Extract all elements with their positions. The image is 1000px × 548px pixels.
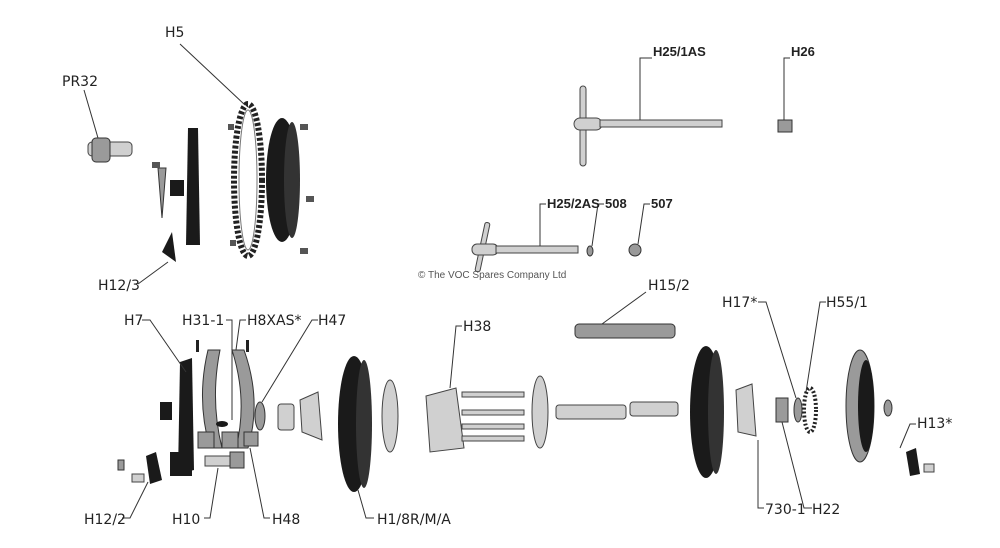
part-h10 <box>204 451 245 469</box>
label-h55-1: H55/1 <box>826 295 868 311</box>
part-h38 <box>425 387 525 453</box>
part-h47 <box>254 401 266 431</box>
part-508 <box>586 245 594 257</box>
label-h1-8r-m-a: H1/8R/M/A <box>377 512 451 528</box>
part-backplate-top <box>157 128 200 262</box>
part-hub-right <box>735 383 757 437</box>
label-h31-1: H31-1 <box>182 313 224 329</box>
part-h1-drum <box>338 356 372 492</box>
label-h10: H10 <box>172 512 200 528</box>
label-h7: H7 <box>124 313 143 329</box>
part-h13 <box>883 399 935 476</box>
part-backplate-right <box>845 349 875 463</box>
part-flange-right <box>531 375 549 449</box>
label-h25-1as: H25/1AS <box>653 44 706 59</box>
part-drum-right <box>690 346 724 478</box>
part-h55-1 <box>802 386 818 434</box>
part-h26 <box>777 119 793 133</box>
copyright-text: © The VOC Spares Company Ltd <box>418 270 566 281</box>
label-h13: H13* <box>917 416 952 432</box>
label-h5: H5 <box>165 25 184 41</box>
label-h26: H26 <box>791 44 815 59</box>
part-flange-left <box>381 379 399 453</box>
part-h12-2 <box>117 452 162 484</box>
label-730-1: 730-1 <box>765 502 806 518</box>
label-508: 508 <box>605 196 627 211</box>
pins <box>196 340 249 352</box>
part-507 <box>628 243 642 257</box>
part-h5-ring <box>231 101 265 259</box>
part-h15-2 <box>574 323 676 339</box>
part-pr32 <box>87 137 133 163</box>
part-hub-left <box>277 391 323 441</box>
part-sleeve <box>629 401 679 417</box>
label-h17: H17* <box>722 295 757 311</box>
leader-lines <box>83 43 916 519</box>
label-h22: H22 <box>812 502 840 518</box>
part-h22 <box>775 397 789 423</box>
label-h48: H48 <box>272 512 300 528</box>
label-h12-3: H12/3 <box>98 278 140 294</box>
label-h38: H38 <box>463 319 491 335</box>
part-h7-backplate <box>160 358 194 476</box>
label-h25-2as: H25/2AS <box>547 196 600 211</box>
label-h15-2: H15/2 <box>648 278 690 294</box>
label-507: 507 <box>651 196 673 211</box>
part-shaft <box>555 404 627 420</box>
part-brake-shoes <box>197 349 259 449</box>
part-drum-top <box>266 118 300 242</box>
part-h25-1as <box>573 85 723 167</box>
label-h8xas: H8XAS* <box>247 313 302 329</box>
label-h12-2: H12/2 <box>84 512 126 528</box>
part-h25-2as <box>471 222 579 273</box>
label-pr32: PR32 <box>62 74 98 90</box>
part-h17 <box>793 397 803 423</box>
label-h47: H47 <box>318 313 346 329</box>
